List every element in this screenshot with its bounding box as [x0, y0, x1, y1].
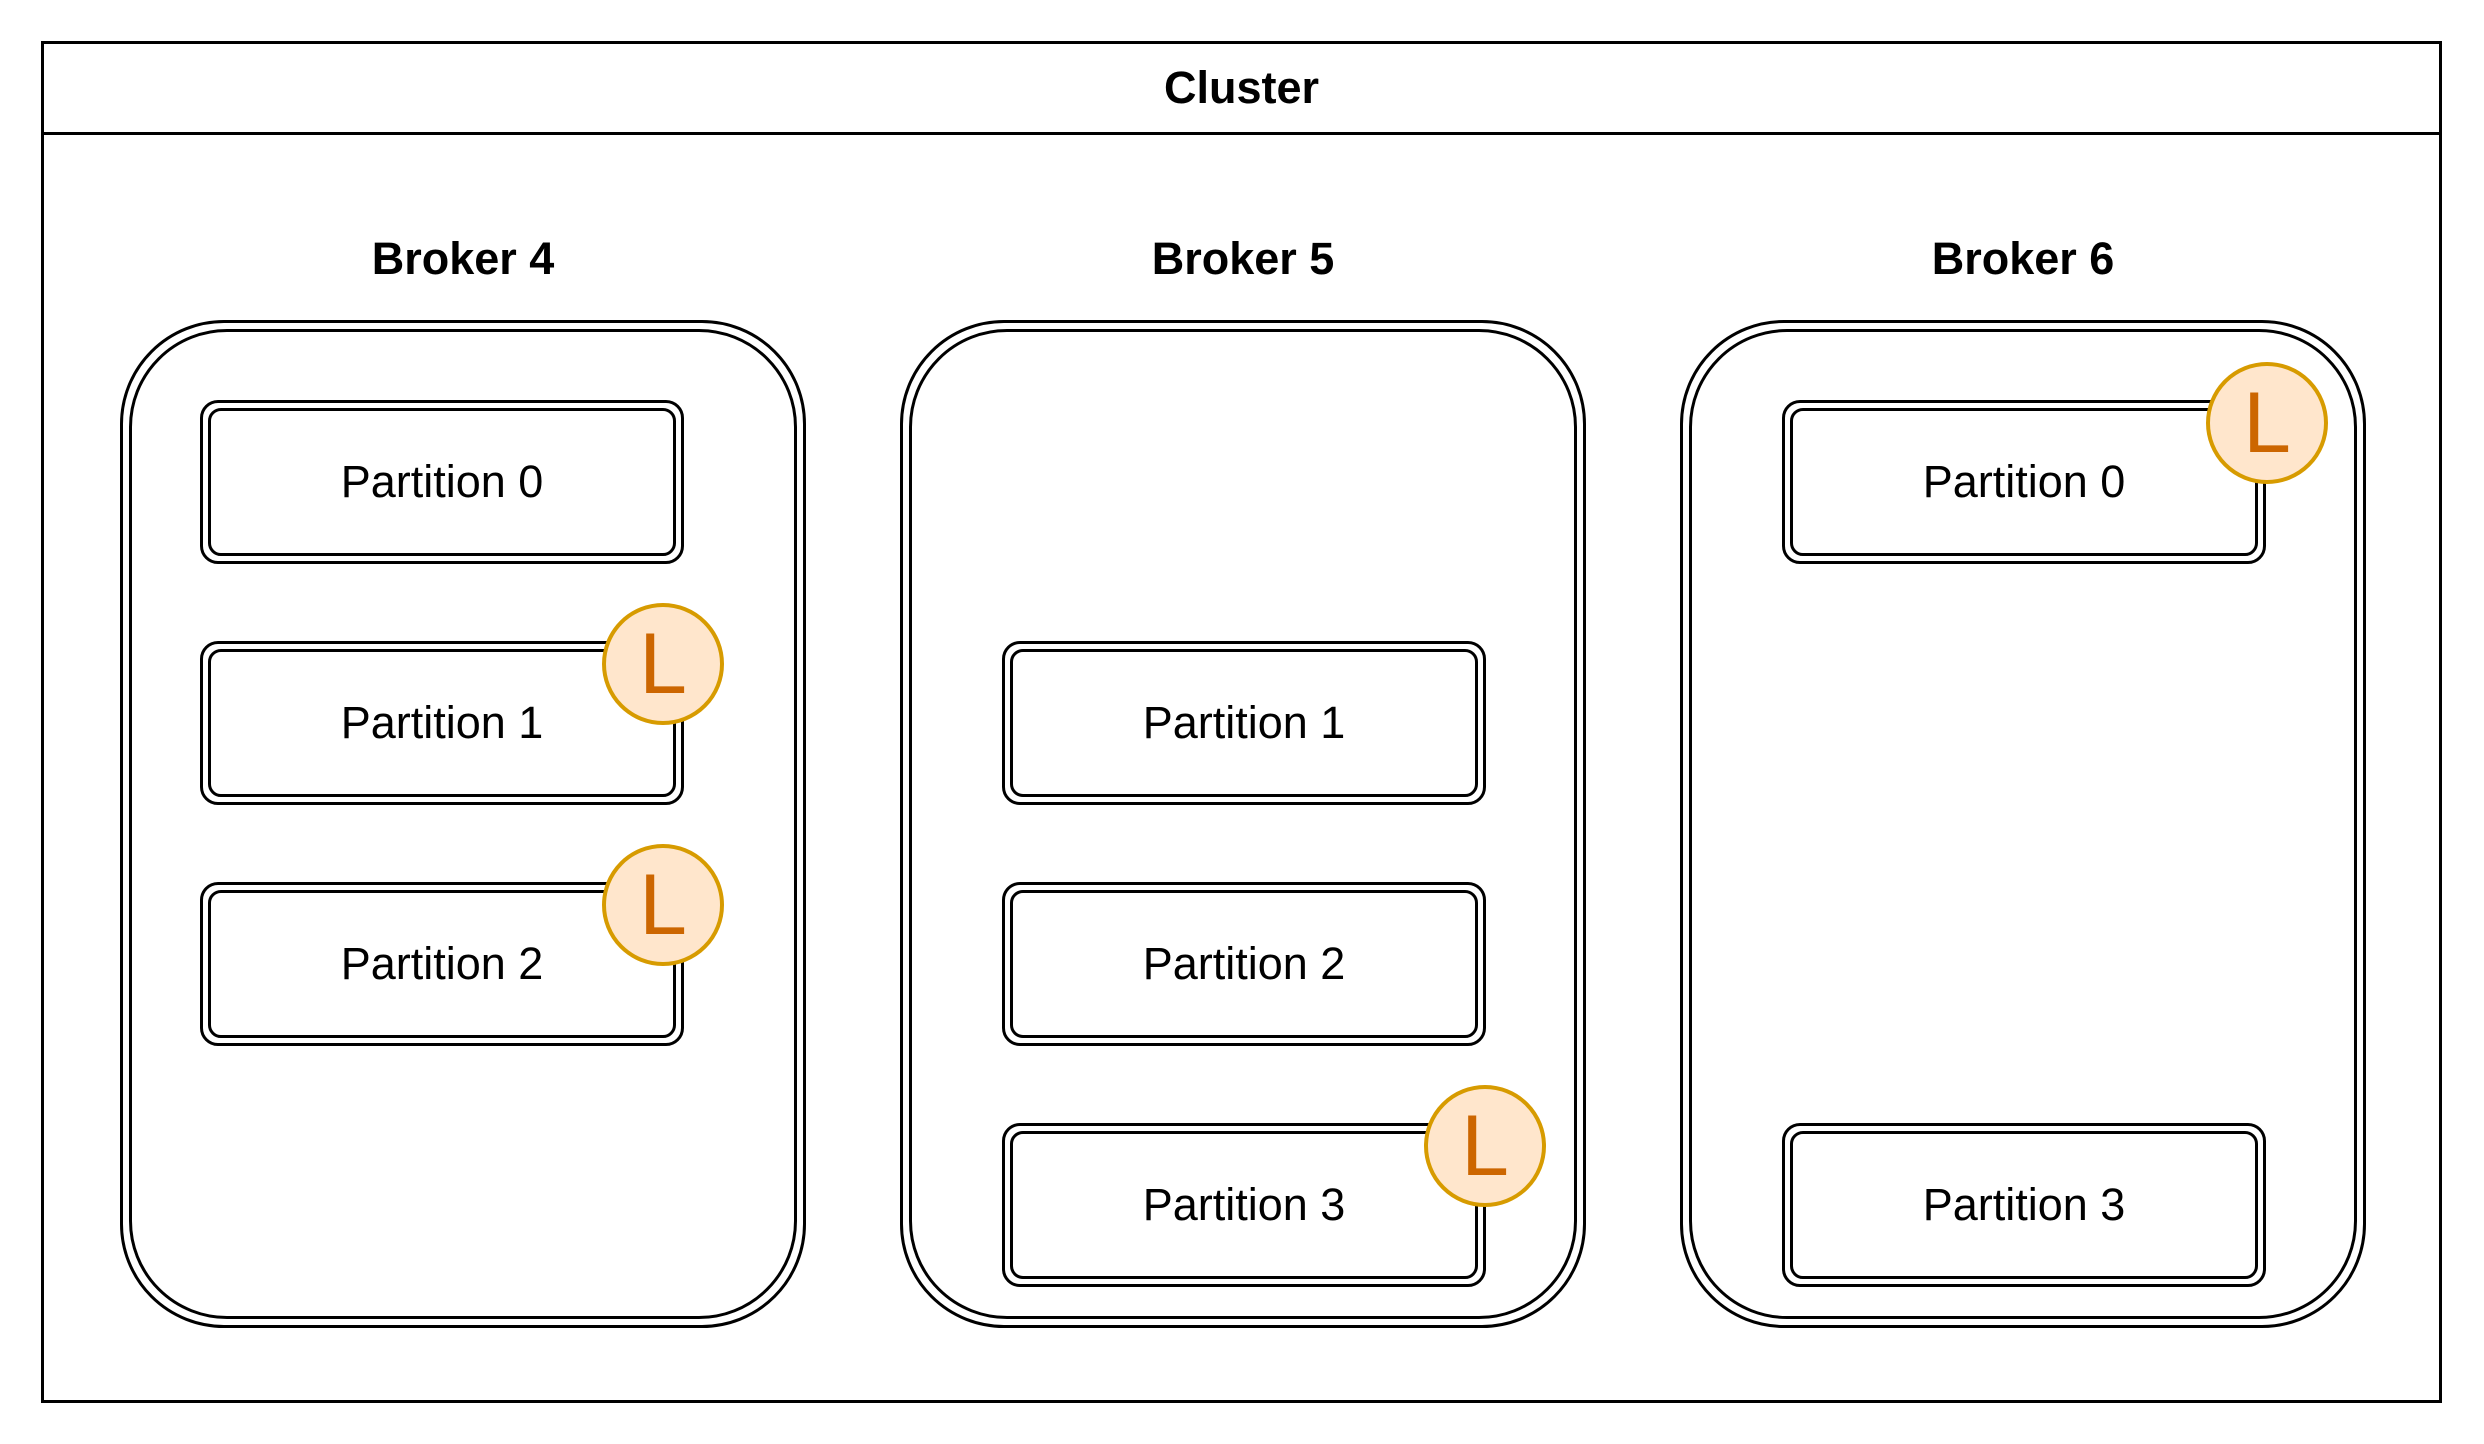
leader-badge-broker-6-partition-0: L	[2206, 362, 2328, 484]
partition-label: Partition 0	[1922, 456, 2126, 507]
broker-6-partition-0: Partition 0	[1782, 400, 2266, 564]
broker-5-partition-1: Partition 1	[1002, 641, 1486, 805]
partition-label: Partition 2	[1142, 938, 1346, 989]
partition-label: Partition 1	[340, 697, 544, 748]
broker-5-partition-3: Partition 3	[1002, 1123, 1486, 1287]
broker-4-title: Broker 4	[371, 233, 555, 284]
broker-6-title: Broker 6	[1931, 233, 2115, 284]
partition-label: Partition 3	[1922, 1179, 2126, 1230]
leader-badge-broker-4-partition-2: L	[602, 844, 724, 966]
broker-4-partition-0: Partition 0	[200, 400, 684, 564]
leader-badge-broker-5-partition-3: L	[1424, 1085, 1546, 1207]
partition-label: Partition 3	[1142, 1179, 1346, 1230]
broker-5-partition-2: Partition 2	[1002, 882, 1486, 1046]
partition-label: Partition 2	[340, 938, 544, 989]
leader-badge-broker-4-partition-1: L	[602, 603, 724, 725]
cluster-title: Cluster	[44, 44, 2439, 135]
partition-label: Partition 0	[340, 456, 544, 507]
partition-label: Partition 1	[1142, 697, 1346, 748]
broker-6-partition-3: Partition 3	[1782, 1123, 2266, 1287]
broker-5-title: Broker 5	[1151, 233, 1335, 284]
